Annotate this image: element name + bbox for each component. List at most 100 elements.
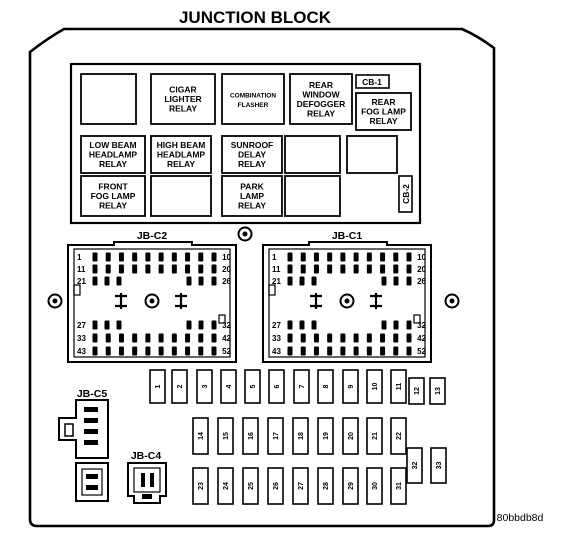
- relay-blank-5[interactable]: [284, 175, 341, 217]
- jb_c2-pin-cavity: [92, 276, 98, 286]
- circuit-breaker-2-label: CB-2: [401, 184, 411, 204]
- jb_c1-pin-cavity: [340, 346, 346, 356]
- relay-blank-2[interactable]: [284, 135, 341, 174]
- jb_c2-pin-cavity: [171, 252, 177, 262]
- fuse-21[interactable]: 21: [366, 417, 383, 455]
- fuse-3[interactable]: 3: [196, 369, 213, 404]
- jb_c1-pin-cavity: [406, 346, 412, 356]
- fuse-27[interactable]: 27: [292, 467, 309, 505]
- fuse-23[interactable]: 23: [192, 467, 209, 505]
- relay-blank-1[interactable]: [80, 73, 137, 125]
- jb_c1-pin-cavity: [313, 346, 319, 356]
- fuse-2[interactable]: 2: [171, 369, 188, 404]
- fuse-number: 5: [250, 384, 257, 388]
- fuse-28[interactable]: 28: [317, 467, 334, 505]
- jb_c2-pin-cavity: [158, 333, 164, 343]
- connector-jb-c5[interactable]: [58, 399, 109, 459]
- fuse-7[interactable]: 7: [293, 369, 310, 404]
- relay-front-fog-lamp-label-line: RELAY: [99, 201, 127, 211]
- jb_c2-pin-cavity: [211, 333, 217, 343]
- jb_c1-pin-cavity: [353, 264, 359, 274]
- jb_c1-pin-cavity: [313, 264, 319, 274]
- fuse-9[interactable]: 9: [342, 369, 359, 404]
- jb_c1-pin-cavity: [299, 320, 305, 330]
- fuse-6[interactable]: 6: [268, 369, 285, 404]
- fuse-number: 1: [155, 384, 162, 388]
- jb_c1-pin-cavity: [393, 252, 399, 262]
- jb_c1-pin-cavity: [406, 252, 412, 262]
- relay-park-lamp-label-line: PARK: [240, 182, 264, 192]
- jb_c1-pin-cavity: [287, 276, 293, 286]
- fuse-number: 26: [273, 482, 280, 490]
- fuse-26[interactable]: 26: [267, 467, 284, 505]
- fuse-22[interactable]: 22: [390, 417, 407, 455]
- circuit-breaker-1[interactable]: [355, 74, 390, 89]
- jb_c1-pin-cavity: [299, 276, 305, 286]
- relay-low-beam-headlamp-label-line: LOW BEAM: [89, 140, 136, 150]
- fuse-12[interactable]: 12: [408, 377, 425, 405]
- fuse-33[interactable]: 33: [430, 447, 447, 484]
- jb_c2-pin-cavity: [118, 264, 124, 274]
- jb_c2-pin-cavity: [92, 333, 98, 343]
- jb_c1-pin-cavity: [393, 276, 399, 286]
- fuse-29[interactable]: 29: [342, 467, 359, 505]
- jb_c2-pin-cavity: [198, 320, 204, 330]
- fuse-19[interactable]: 19: [317, 417, 334, 455]
- fuse-number: 3: [202, 384, 209, 388]
- jb_c1-pin-cavity: [287, 252, 293, 262]
- fuse-14[interactable]: 14: [192, 417, 209, 455]
- two-pin-connector[interactable]: [75, 462, 109, 502]
- mount-stud-left: [47, 293, 63, 309]
- fuse-number: 20: [348, 432, 355, 440]
- connector-jb-c1[interactable]: [262, 241, 432, 363]
- fuse-32[interactable]: 32: [406, 447, 423, 484]
- fuse-10[interactable]: 10: [366, 369, 383, 404]
- fuse-31[interactable]: 31: [390, 467, 407, 505]
- relay-block: [69, 62, 422, 225]
- fuse-8[interactable]: 8: [317, 369, 334, 404]
- jb_c1-pin-number: 33: [272, 334, 281, 343]
- fuse-4[interactable]: 4: [220, 369, 237, 404]
- connector-jb-c4[interactable]: [127, 462, 167, 504]
- fuse-11[interactable]: 11: [390, 369, 407, 404]
- fuse-15[interactable]: 15: [217, 417, 234, 455]
- fuse-number: 32: [412, 462, 419, 470]
- fuse-20[interactable]: 20: [342, 417, 359, 455]
- relay-blank-4[interactable]: [150, 175, 212, 217]
- jb_c2-pin-cavity: [105, 346, 111, 356]
- fuse-16[interactable]: 16: [242, 417, 259, 455]
- jb_c1-pin-number: 52: [417, 347, 426, 356]
- jb_c2-pin-cavity: [211, 346, 217, 356]
- fuse-1[interactable]: 1: [149, 369, 166, 404]
- relay-blank-3[interactable]: [346, 135, 398, 174]
- jb_c2-pin-number: 1: [77, 253, 82, 262]
- fuse-17[interactable]: 17: [267, 417, 284, 455]
- jb_c1-pin-number: 1: [272, 253, 277, 262]
- fuse-25[interactable]: 25: [242, 467, 259, 505]
- relay-park-lamp-label-line: LAMP: [240, 191, 264, 201]
- fuse-5[interactable]: 5: [244, 369, 261, 404]
- fuse-24[interactable]: 24: [217, 467, 234, 505]
- fuse-13[interactable]: 13: [429, 377, 446, 405]
- fuse-number: 24: [223, 482, 230, 490]
- jb_c1-pin-cavity: [300, 333, 306, 343]
- fuse-30[interactable]: 30: [366, 467, 383, 505]
- connector-jb-c2[interactable]: [67, 241, 237, 363]
- jb_c2-pin-cavity: [198, 252, 204, 262]
- relay-rear-fog-lamp-label-line: RELAY: [369, 116, 397, 126]
- fuse-18[interactable]: 18: [292, 417, 309, 455]
- jb_c1-pin-cavity: [393, 264, 399, 274]
- circuit-breaker-2[interactable]: [398, 175, 413, 213]
- relay-high-beam-headlamp-label-line: HIGH BEAM: [157, 140, 206, 150]
- jb_c1-pin-cavity: [366, 264, 372, 274]
